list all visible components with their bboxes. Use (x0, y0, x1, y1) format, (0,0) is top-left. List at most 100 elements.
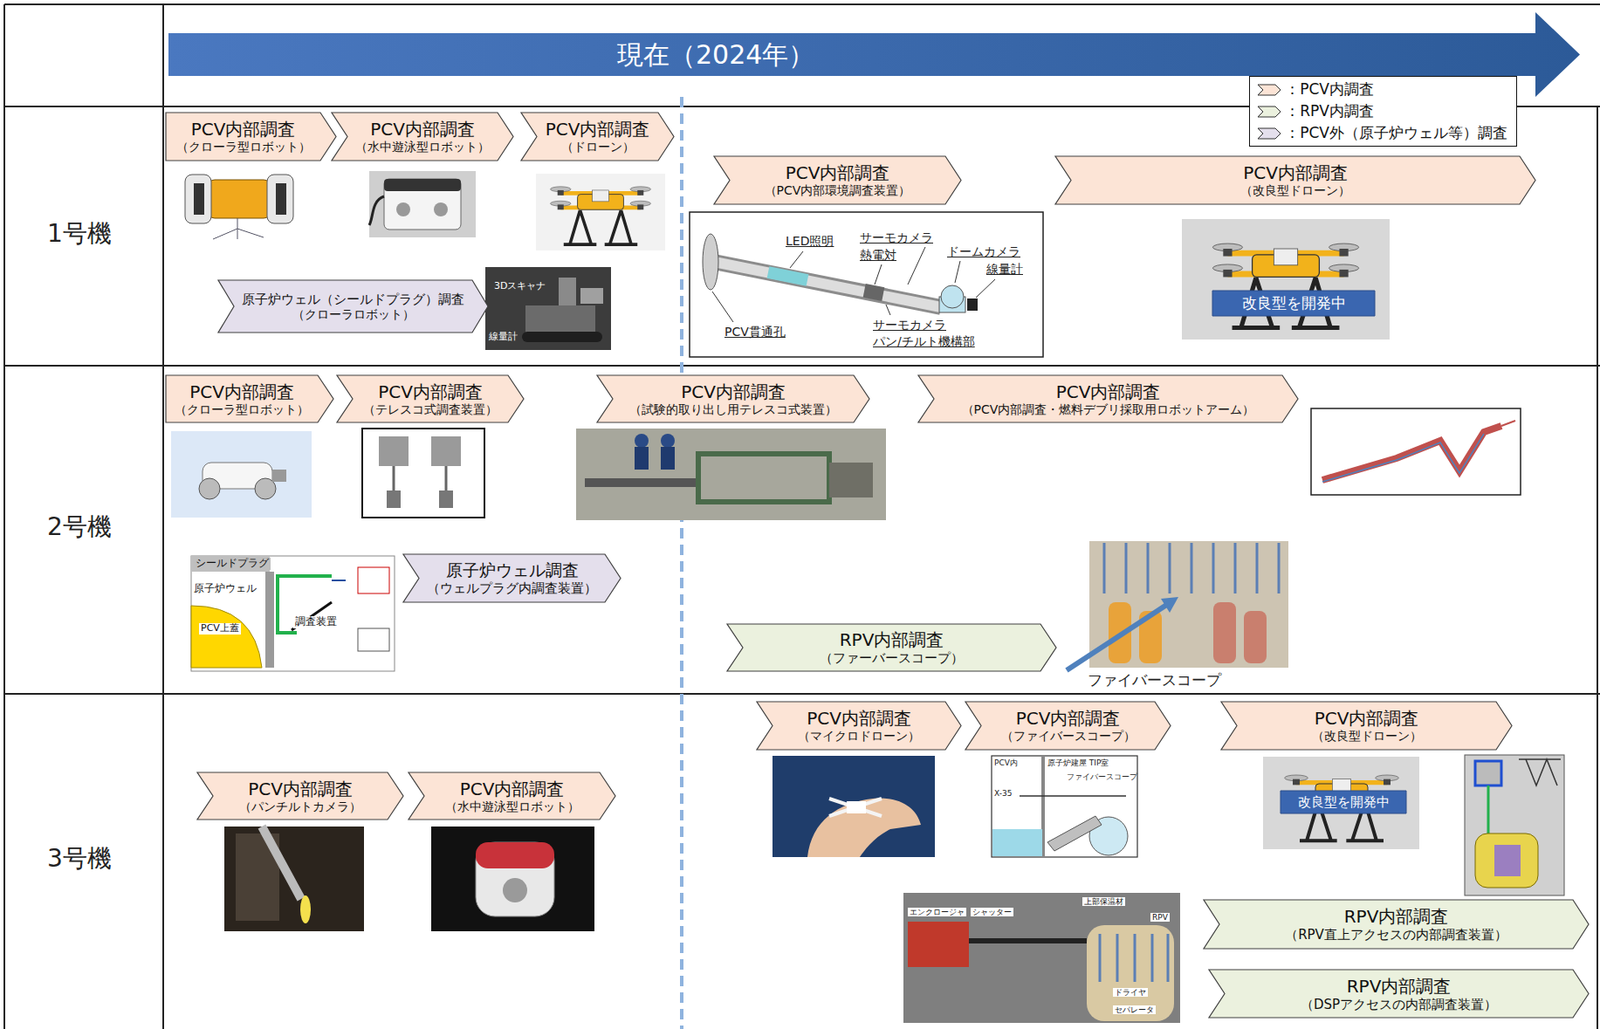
part-label: 原子炉建屋 TIP室 (1047, 758, 1109, 768)
swimming-robot-photo-part (433, 202, 448, 217)
sub-text: （クローラ型ロボット） (174, 402, 310, 418)
heading-text: RPV内部調査 (1344, 906, 1449, 928)
crawler-robot-illustration-part (267, 174, 294, 224)
pcv-survey-chevron: PCV内部調査（水中遊泳型ロボット） (408, 772, 616, 820)
telescopic-device-drawing-part (431, 436, 461, 467)
rpv-interior-render-part (1066, 604, 1168, 671)
telescopic-trial-photo-part (829, 462, 873, 498)
part-label: シャッター (970, 907, 1014, 917)
rpv-top-access-drawing-part (1475, 833, 1539, 888)
heading-text: 改良型を開発中 (1297, 794, 1390, 811)
fiberscope-drawing-part (992, 829, 1043, 857)
crawler-robot-illustration-part (193, 183, 205, 215)
heading-text: PCV内部調査 (460, 778, 565, 800)
swimming-robot-photo-part (502, 878, 528, 903)
legend-row: ：PCV内調査 (1256, 78, 1508, 101)
rpv-interior-render-part (1213, 602, 1237, 664)
node-outline (165, 112, 337, 161)
node-outline (1203, 899, 1589, 949)
environment-probe-drawing (689, 212, 1044, 358)
swimming-robot-photo-part (369, 196, 385, 226)
node-outline (727, 624, 1057, 672)
node-outline (331, 112, 514, 161)
table-grid-part (3, 4, 6, 1029)
part-label: RPV (1150, 913, 1170, 922)
sub-text: （PCV内部環境調査装置） (764, 183, 912, 199)
pcv-survey-chevron: PCV内部調査（改良型ドローン） (1221, 701, 1512, 750)
pcv-survey-chevron: PCV内部調査（クローラ型ロボット） (165, 112, 337, 161)
robot-arm-drawing-part (1322, 433, 1484, 482)
telescopic-trial-photo-part (660, 433, 675, 448)
well-crawler-photo-part (580, 288, 604, 304)
legend-text: ：PCV外（原子炉ウェル等）調査 (1284, 123, 1508, 144)
sub-text: （ファイバースコープ） (1001, 728, 1136, 744)
part-label: 線量計 (488, 331, 518, 344)
pcv-survey-chevron: PCV内部調査（ファイバースコープ） (965, 701, 1171, 750)
rpv-survey-chevron: RPV内部調査（DSPアクセスの内部調査装置） (1208, 969, 1589, 1018)
node-outline (521, 112, 674, 161)
swimming-robot-photo-part (431, 826, 595, 932)
sub-text: （PCV内部調査・燃料デブリ採取用ロボットアーム） (961, 402, 1256, 418)
pcv-survey-chevron: PCV内部調査（クローラ型ロボット） (165, 375, 334, 423)
heading-text: PCV内部調査 (545, 118, 651, 140)
micro-drone-photo-part (829, 798, 882, 817)
rpv-interior-render-part-part (1256, 542, 1259, 594)
telescopic-trial-photo-part (698, 453, 830, 502)
environment-probe-drawing-part (863, 283, 886, 302)
environment-probe-drawing-part (689, 212, 1044, 358)
table-grid-part (4, 3, 1600, 6)
node-outline (408, 772, 616, 820)
legend-row: ：PCV外（原子炉ウェル等）調査 (1256, 122, 1508, 145)
telescopic-device-drawing-part (445, 466, 448, 491)
fiberscope-drawing-part (1019, 795, 1127, 797)
part-label: サーモカメラ (872, 317, 947, 332)
rpv-interior-render-part (1089, 541, 1289, 668)
part-label: 熱電対 (859, 247, 897, 262)
rpv-survey-chevron: RPV内部調査（RPV直上アクセスの内部調査装置） (1203, 899, 1589, 949)
unit-label: 2号機 (47, 513, 112, 542)
environment-probe-drawing-part (967, 298, 978, 311)
legend-chevron (1257, 128, 1281, 139)
rpv-interior-render-part-part (1125, 542, 1128, 594)
node-outline (714, 156, 962, 205)
dsp-access-drawing-part (1099, 933, 1168, 982)
fiberscope-drawing (991, 755, 1138, 858)
sub-text: （水中遊泳型ロボット） (355, 139, 490, 155)
crawler-robot-illustration-part (207, 179, 271, 219)
pcv-survey-chevron: PCV内部調査（試験的取り出し用テレスコ式装置） (597, 375, 870, 423)
part-label: 3Dスキャナ (494, 281, 546, 293)
robot-arm-drawing-part (1501, 420, 1516, 426)
drone-illustration-part (550, 186, 652, 245)
development-badge: 改良型を開発中 (1280, 790, 1407, 814)
dsp-access-drawing-part-part (1167, 933, 1170, 982)
crawler-robot-illustration-part (199, 478, 220, 500)
pcv-survey-chevron: PCV内部調査（パンチルトカメラ） (197, 772, 404, 820)
dsp-access-drawing-part-part (1151, 933, 1154, 982)
rpv-interior-render-part-part (1190, 542, 1194, 594)
table-grid-part (1596, 106, 1599, 1029)
legend-chevron (1257, 106, 1281, 117)
part-label: パン/チルト機構部 (872, 334, 976, 349)
part-label: セパレータ (1112, 1005, 1156, 1015)
heading-text: PCV内部調査 (1016, 707, 1121, 729)
dsp-access-drawing-part-part (1133, 933, 1137, 982)
reactor-well-drawing-part (191, 556, 395, 672)
environment-probe-drawing-part-part (789, 251, 804, 268)
dsp-access-drawing-part (1086, 925, 1175, 1022)
heading-text: 原子炉ウェル（シールドプラグ）調査 (241, 291, 465, 308)
table-grid (4, 4, 1600, 1029)
pan-tilt-camera-photo-part (224, 826, 364, 932)
sub-text: （DSPアクセスの内部調査装置） (1300, 996, 1497, 1013)
environment-probe-drawing-part-part (712, 291, 734, 323)
well-crawler-photo-part (521, 331, 603, 343)
swimming-robot-photo-part (369, 171, 476, 238)
pcv-survey-chevron: PCV内部調査（PCV内部環境調査装置） (714, 156, 962, 205)
dsp-access-drawing (903, 892, 1181, 1024)
legend-box: ：PCV内調査：RPV内調査：PCV外（原子炉ウェル等）調査 (1249, 75, 1518, 147)
legend-text: ：PCV内調査 (1284, 79, 1374, 100)
heading-text: PCV内部調査 (377, 381, 483, 403)
dsp-access-drawing-part-part (1116, 933, 1120, 982)
pcv-survey-chevron: PCV内部調査（水中遊泳型ロボット） (331, 112, 514, 161)
sub-text: （改良型ドローン） (1240, 183, 1351, 199)
environment-probe-drawing-part-part (907, 247, 926, 285)
